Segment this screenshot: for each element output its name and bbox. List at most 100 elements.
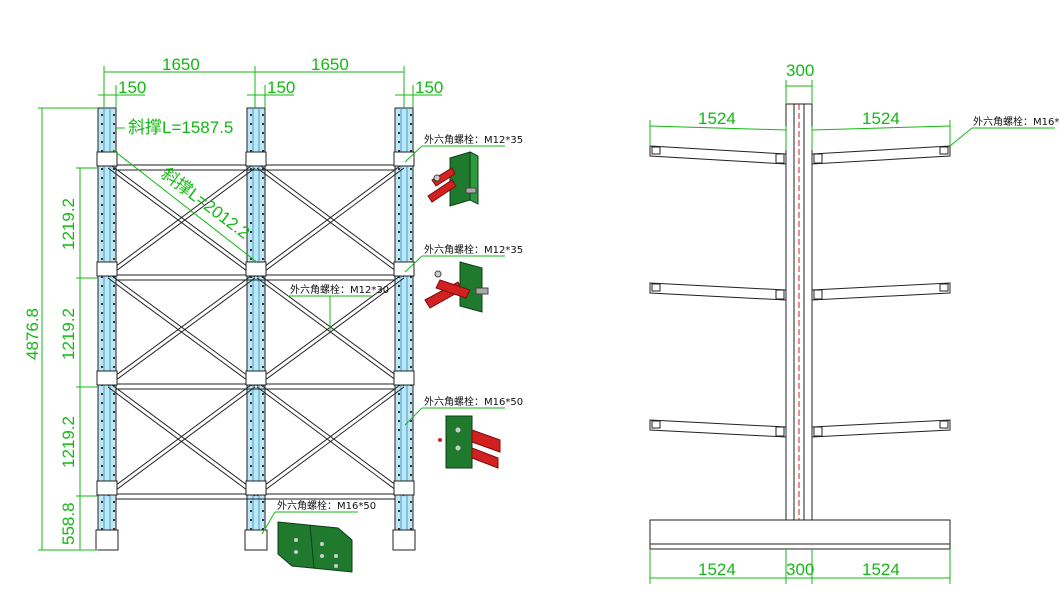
bolt-hole — [410, 429, 412, 431]
bolt-hole — [250, 114, 252, 116]
bolt-hole — [250, 195, 252, 197]
column-width-label-2: 150 — [267, 78, 295, 97]
bolt-hole — [410, 132, 412, 134]
bolt-hole — [113, 420, 115, 422]
bolt-hole — [250, 411, 252, 413]
bolt-hole — [250, 393, 252, 395]
bolt-hole — [410, 141, 412, 143]
bolt-hole — [101, 294, 103, 296]
bolt-hole — [113, 393, 115, 395]
height-label-2: 1219.2 — [59, 308, 78, 360]
bolt-hole — [262, 510, 264, 512]
bolt-hole — [101, 312, 103, 314]
arm-length-left-label: 1524 — [698, 109, 736, 128]
bolt-hole — [398, 303, 400, 305]
bolt-hole — [398, 141, 400, 143]
bolt-hole — [262, 321, 264, 323]
bolt-hole — [262, 123, 264, 125]
connector-detail-1 — [427, 151, 479, 207]
bolt-hole — [262, 330, 264, 332]
bolt-hole — [101, 447, 103, 449]
bolt-hole — [113, 249, 115, 251]
bolt-hole — [398, 357, 400, 359]
bolt-hole — [113, 330, 115, 332]
bolt-hole — [398, 519, 400, 521]
bolt-hole — [398, 447, 400, 449]
callout-labels: 外六角螺栓：M12*35 外六角螺栓：M12*35 外六角螺栓：M12*30 外… — [277, 133, 523, 512]
bolt-hole — [410, 348, 412, 350]
bolt-hole — [262, 357, 264, 359]
total-height-label: 4876.8 — [23, 308, 42, 360]
bolt-hole — [101, 285, 103, 287]
bolt-hole — [262, 168, 264, 170]
bolt-hole — [113, 177, 115, 179]
bolt-hole — [410, 294, 412, 296]
bolt-hole — [410, 456, 412, 458]
bolt-hole — [101, 357, 103, 359]
bolt-hole — [113, 528, 115, 530]
bolt-hole — [398, 474, 400, 476]
bolt-hole — [410, 222, 412, 224]
bolt-hole — [101, 132, 103, 134]
bolt-hole — [250, 249, 252, 251]
bolt-hole — [398, 123, 400, 125]
bolt-hole — [262, 141, 264, 143]
bolt-hole — [101, 501, 103, 503]
bolt-hole — [101, 150, 103, 152]
bolt-hole — [250, 528, 252, 530]
bolt-hole — [398, 204, 400, 206]
bolt-hole — [410, 528, 412, 530]
bolt-hole — [101, 186, 103, 188]
bolt-hole — [250, 303, 252, 305]
bolt-hole — [113, 501, 115, 503]
bolt-hole — [250, 222, 252, 224]
bolt-hole — [262, 186, 264, 188]
bolt-hole — [398, 438, 400, 440]
bolt-hole — [262, 519, 264, 521]
bolt-hole — [410, 465, 412, 467]
bolt-hole — [398, 321, 400, 323]
height-label-4: 558.8 — [59, 502, 78, 545]
bolt-hole — [101, 123, 103, 125]
bolt-hole — [250, 231, 252, 233]
bolt-hole — [250, 474, 252, 476]
side-bolt-callout: 外六角螺栓：M16*35 — [973, 115, 1060, 128]
bolt-hole — [262, 528, 264, 530]
bolt-hole — [101, 249, 103, 251]
bolt-hole — [101, 438, 103, 440]
bolt-hole — [113, 510, 115, 512]
bolt-hole — [410, 420, 412, 422]
bolt-hole — [410, 303, 412, 305]
bolt-hole — [410, 357, 412, 359]
side-view — [649, 103, 951, 550]
bolt-hole — [101, 168, 103, 170]
bolt-hole — [410, 231, 412, 233]
bolt-hole — [262, 132, 264, 134]
beam-length-label: 斜撑L=1587.5 — [128, 118, 233, 137]
bolt-hole — [113, 321, 115, 323]
bolt-hole — [262, 177, 264, 179]
bolt-hole — [113, 366, 115, 368]
bolt-callout-2: 外六角螺栓：M12*35 — [424, 243, 523, 256]
bolt-hole — [410, 447, 412, 449]
bolt-hole — [398, 501, 400, 503]
bolt-hole — [250, 123, 252, 125]
bolt-hole — [113, 411, 115, 413]
bolt-hole — [262, 312, 264, 314]
bolt-hole — [410, 312, 412, 314]
bolt-hole — [262, 222, 264, 224]
bolt-hole — [250, 447, 252, 449]
bolt-hole — [113, 204, 115, 206]
bolt-hole — [113, 285, 115, 287]
bolt-hole — [410, 366, 412, 368]
bolt-hole — [113, 456, 115, 458]
bolt-hole — [410, 168, 412, 170]
bolt-hole — [410, 186, 412, 188]
bolt-hole — [262, 465, 264, 467]
bolt-hole — [101, 366, 103, 368]
joint-plates — [95, 151, 416, 551]
bolt-hole — [398, 348, 400, 350]
center-column — [785, 103, 813, 550]
bolt-hole — [398, 114, 400, 116]
bolt-hole — [113, 168, 115, 170]
